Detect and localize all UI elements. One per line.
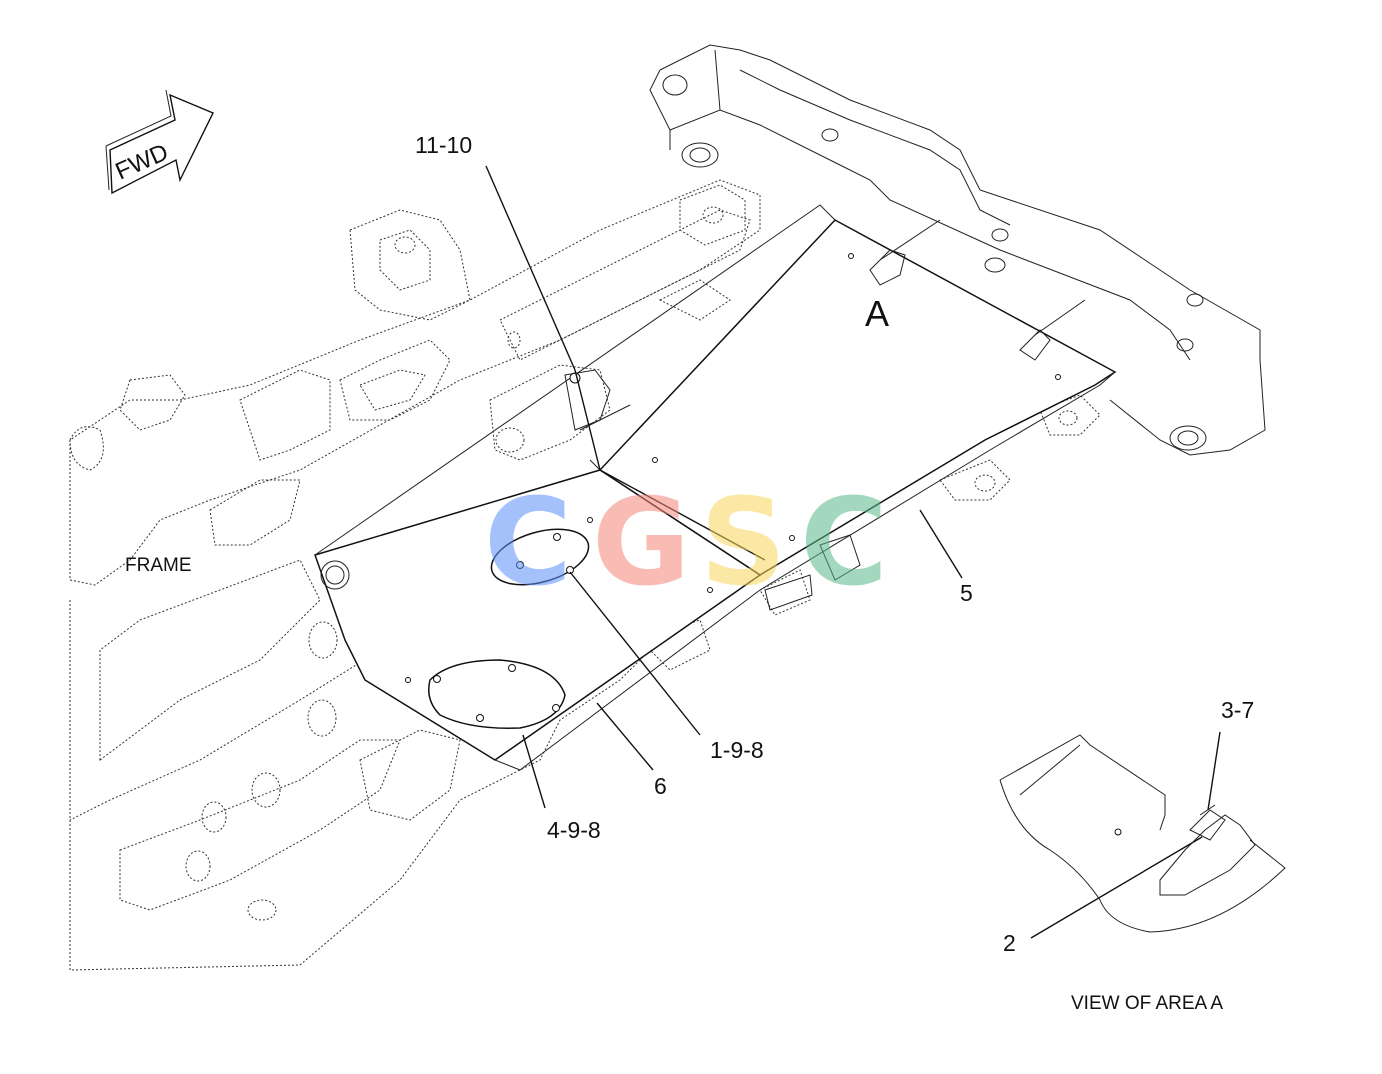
callout-2: 2: [1003, 930, 1016, 956]
frame-structure: [69, 179, 1101, 971]
callout-11-10: 11-10: [415, 132, 472, 158]
callout-1-9-8: 1-9-8: [710, 737, 764, 763]
callout-3-7: 3-7: [1221, 697, 1254, 723]
callout-4-9-8: 4-9-8: [547, 817, 601, 843]
watermark: C G S C: [484, 474, 888, 613]
callout-6: 6: [654, 773, 667, 799]
callout-5: 5: [960, 580, 973, 606]
watermark-letter-4: C: [800, 474, 888, 613]
fwd-arrow: FWD: [105, 89, 214, 195]
text-labels: FRAME A VIEW OF AREA A 11-10 5 1-9-8 6 4…: [125, 132, 1254, 1014]
guard-assembly: [314, 204, 1117, 771]
view-title: VIEW OF AREA A: [1071, 993, 1223, 1014]
watermark-letter-1: C: [484, 474, 572, 613]
cover-plate-lower: [428, 659, 566, 729]
watermark-letter-3: S: [700, 474, 786, 613]
watermark-letter-2: G: [592, 474, 691, 613]
cover-plate-upper: [490, 528, 590, 586]
frame-label: FRAME: [125, 555, 192, 576]
area-a-marker: A: [865, 293, 889, 334]
rear-frame: [649, 44, 1266, 456]
view-area-a-inset: [999, 734, 1286, 933]
leader-lines: [485, 165, 1221, 939]
